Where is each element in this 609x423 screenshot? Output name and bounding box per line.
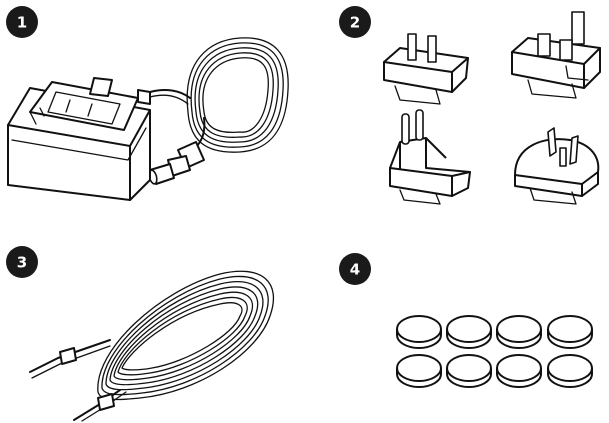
rubber-foot: [446, 354, 492, 388]
rubber-foot: [396, 315, 442, 349]
rubber-feet-icon: [396, 315, 593, 388]
coiled-power-cord: [149, 37, 289, 153]
eu-plug-adapter: [389, 109, 471, 205]
item-number-3: 3: [17, 254, 27, 272]
rubber-foot: [446, 315, 492, 349]
item-badge-3: 3: [6, 246, 38, 278]
item-3: 3: [6, 246, 275, 422]
rubber-foot: [496, 315, 542, 349]
us-plug-adapter: [383, 33, 469, 105]
rubber-foot: [547, 354, 593, 388]
au-plug-adapter: [514, 127, 600, 205]
item-4: 4: [339, 253, 593, 388]
item-badge-2: 2: [339, 6, 371, 38]
cable-end-bottom: [73, 389, 127, 422]
item-1: 1: [6, 6, 289, 201]
rubber-foot: [547, 315, 593, 349]
item-2: 2: [339, 6, 601, 205]
uk-plug-adapter: [511, 11, 601, 99]
dc-plug: [148, 141, 205, 185]
item-number-4: 4: [350, 261, 360, 279]
rubber-foot: [496, 354, 542, 388]
cable-end-left: [29, 339, 111, 379]
item-number-1: 1: [17, 14, 27, 32]
item-badge-1: 1: [6, 6, 38, 38]
speaker-cable-icon: [29, 270, 275, 422]
item-number-2: 2: [350, 14, 360, 32]
plug-adapters-icon: [383, 11, 601, 205]
adapter-body: [7, 77, 151, 201]
rubber-foot: [396, 354, 442, 388]
item-badge-4: 4: [339, 253, 371, 285]
coiled-speaker-cable: [97, 270, 275, 401]
power-adapter-icon: [7, 37, 289, 201]
